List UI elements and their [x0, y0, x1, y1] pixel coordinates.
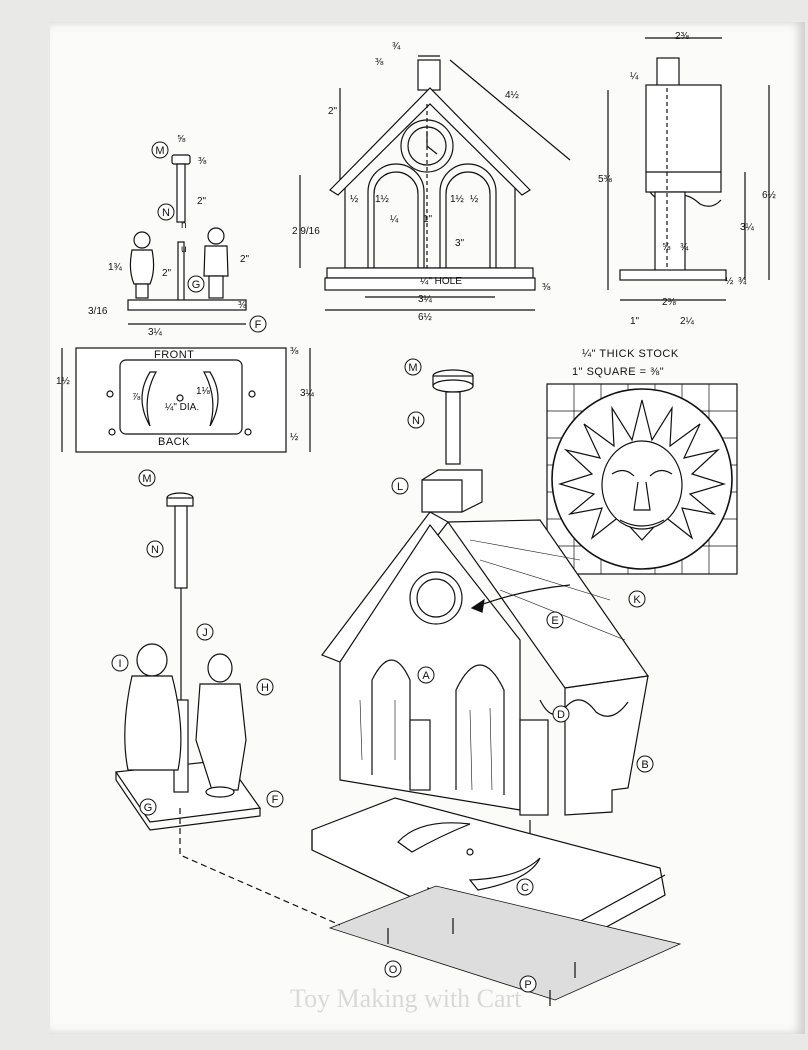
label-n-elev: N	[162, 207, 170, 219]
sun-scale: 1" SQUARE = ⅜"	[572, 366, 664, 378]
dim-arch-w-a: 1½	[375, 194, 390, 205]
dim-top-right: 3¼	[300, 387, 315, 399]
dim-side-base-b: ¾	[738, 276, 747, 287]
dim-top-inner: ⅞	[132, 392, 141, 403]
label-g-elev: G	[192, 279, 201, 291]
dim-side-cap: ¼	[630, 70, 639, 82]
dim-top-gap: 1⅛	[196, 386, 211, 397]
dim-roof-slope: 4½	[505, 90, 520, 101]
dim-chimney-w: ¾	[392, 41, 401, 52]
dim-top-step: ⅜	[290, 346, 299, 357]
dim-side-top: 2⅜	[675, 31, 690, 42]
dim-fig-base-h: ⅜	[238, 300, 247, 311]
dim-side-front: 1"	[630, 316, 640, 327]
dim-hole: ¼" HOLE	[420, 275, 462, 287]
part-labels	[111, 141, 654, 993]
dim-arch-w-b: 1½	[450, 194, 465, 205]
dim-side-step-b: ¾	[680, 242, 689, 253]
dim-fig-h-right: 2"	[240, 254, 250, 265]
label-m-house: M	[408, 362, 417, 374]
dim-top-edge: ½	[290, 432, 299, 443]
dim-side-inner: 2⅜	[662, 297, 677, 308]
dim-fig-post: 2"	[162, 268, 172, 279]
footer-ghost-text: Toy Making with Cart	[290, 984, 522, 1013]
dim-post-w: ¼	[390, 213, 399, 225]
label-m-fig: M	[142, 473, 151, 485]
house-rod	[432, 369, 474, 465]
figures-isometric	[114, 492, 341, 926]
dim-base-inner: 3¼	[418, 293, 433, 305]
n-mark: n	[181, 220, 187, 231]
label-e: E	[551, 615, 558, 627]
dim-roof-peak: 2"	[328, 106, 338, 117]
label-o: O	[389, 964, 398, 976]
dim-side-base-a: ½	[725, 276, 734, 287]
dim-side-base-w: 2¼	[680, 315, 695, 327]
dim-base-h: ⅜	[542, 282, 551, 293]
illustration-page: ¾ ⅜ 4½ 2" 5⅜ 2 9/16 ½ 1½ 1" 1½ ½ ¼ 3" ¼"…	[50, 22, 805, 1034]
label-b: B	[641, 759, 648, 771]
label-d: D	[557, 709, 565, 721]
label-m-elev: M	[155, 145, 164, 157]
side-elevation	[619, 37, 770, 301]
label-p: P	[524, 979, 531, 991]
label-l: L	[397, 481, 403, 493]
dim-side-total: 6½	[762, 190, 777, 201]
house-isometric	[321, 469, 650, 838]
label-a: A	[422, 670, 430, 682]
label-g-fig: G	[144, 802, 153, 814]
base-top-view	[61, 347, 311, 453]
dim-fig-rod: 2"	[197, 196, 207, 207]
sun-pattern-grid	[546, 383, 738, 575]
dim-fig-h-left: 1¾	[108, 262, 123, 273]
dim-door-h: 3"	[455, 238, 465, 249]
front-elevation	[299, 55, 609, 311]
label-c: C	[521, 882, 529, 894]
u-mark: u	[181, 244, 187, 255]
dim-fig-base-w: 3¼	[148, 326, 163, 338]
label-n-house: N	[412, 415, 420, 427]
top-view-hole: ¼" DIA.	[165, 401, 199, 413]
dim-fig-base-off: 3/16	[88, 306, 108, 317]
label-i: I	[118, 658, 121, 670]
figure-elevation	[127, 154, 247, 325]
woodworking-plan-drawing: ¾ ⅜ 4½ 2" 5⅜ 2 9/16 ½ 1½ 1" 1½ ½ ¼ 3" ¼"…	[56, 31, 777, 1013]
felt-pad	[328, 885, 682, 1006]
dim-fig-top: ⅝	[177, 134, 186, 145]
top-view-front: FRONT	[154, 349, 194, 361]
label-f-elev: F	[255, 319, 262, 331]
label-k: K	[633, 594, 641, 606]
dim-arch-half-b: ½	[470, 194, 479, 205]
dim-wall-h: 2 9/16	[292, 226, 320, 237]
label-h: H	[261, 682, 269, 694]
dim-arch-gap: 1"	[423, 214, 433, 225]
label-j: J	[202, 627, 208, 639]
dim-body-h: 5⅜	[598, 174, 613, 185]
top-view-back: BACK	[158, 436, 190, 448]
dim-side-wall: 3¼	[740, 221, 755, 233]
dim-fig-cap: ⅜	[198, 156, 207, 167]
dim-base-outer: 6½	[418, 312, 433, 323]
dim-chimney-h: ⅜	[375, 57, 384, 68]
dim-arch-half-a: ½	[350, 194, 359, 205]
sun-stock: ¼" THICK STOCK	[582, 348, 679, 360]
dim-top-left: 1½	[56, 376, 71, 387]
label-f-fig: F	[272, 794, 279, 806]
dim-side-step-a: ⅝	[662, 242, 671, 253]
label-n-fig: N	[151, 544, 159, 556]
